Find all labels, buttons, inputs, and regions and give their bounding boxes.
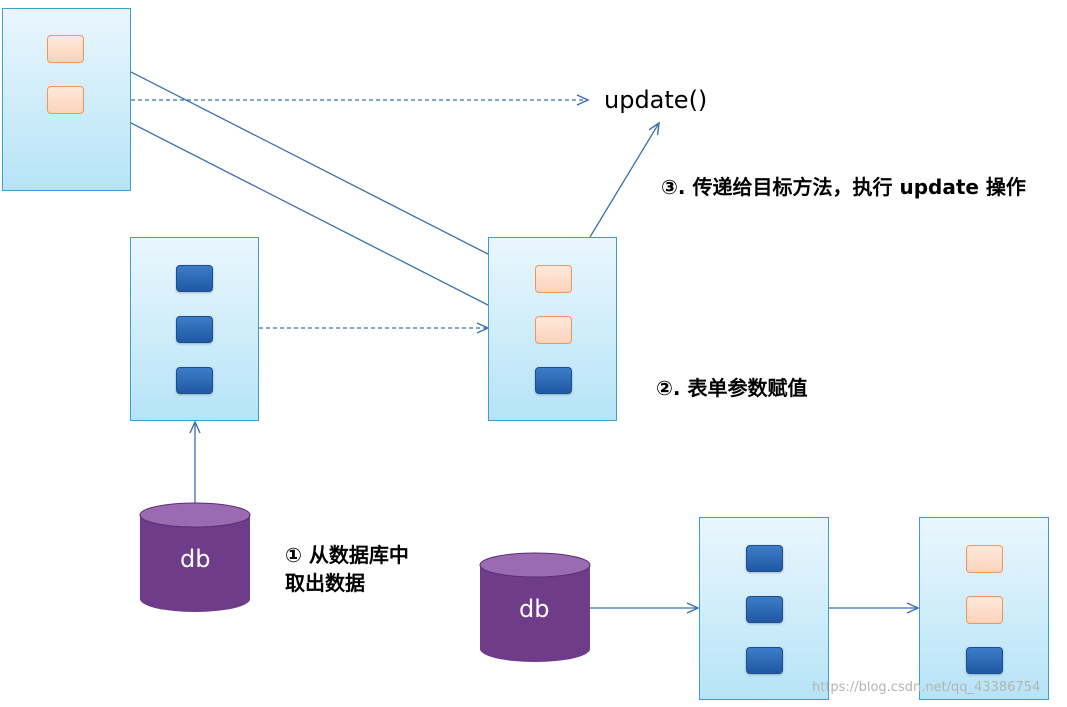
db-label-bottom: db	[519, 595, 550, 623]
arrow-field2-to-target	[83, 98, 535, 329]
watermark: https://blog.csdn.net/qq_43386754	[812, 680, 1041, 695]
update-method-label: update()	[604, 86, 708, 114]
arrow-field1-to-target	[83, 47, 535, 278]
merged-object-panel	[488, 237, 617, 421]
db-field-block-1	[176, 265, 213, 292]
db-field-block-3	[176, 367, 213, 394]
bottom-merged-field-block-3	[966, 647, 1003, 674]
bottom-merged-field-block-1	[966, 545, 1003, 573]
bottom-merged-field-block-2	[966, 596, 1003, 624]
form-field-block-2	[47, 86, 84, 114]
bottom-db-field-block-2	[746, 596, 783, 623]
bottom-db-field-block-1	[746, 545, 783, 572]
step1-label-line2: 取出数据	[285, 571, 365, 595]
bottom-db-field-block-3	[746, 647, 783, 674]
bottom-merged-object-panel	[919, 517, 1049, 700]
form-field-block-1	[47, 35, 84, 63]
step1-label-line1: ① 从数据库中	[285, 543, 409, 567]
db-object-panel	[130, 237, 259, 421]
database-icon	[139, 502, 251, 612]
step3-label: ③. 传递给目标方法，执行 update 操作	[661, 175, 1026, 199]
merged-field-block-1	[535, 265, 572, 293]
bottom-db-object-panel	[699, 517, 829, 700]
step2-label: ②. 表单参数赋值	[656, 376, 808, 400]
arrow-panel-to-update	[589, 121, 660, 238]
merged-field-block-2	[535, 316, 572, 344]
database-icon-bottom	[479, 552, 591, 662]
db-label: db	[180, 545, 211, 573]
form-panel	[2, 8, 131, 191]
db-field-block-2	[176, 316, 213, 343]
merged-field-block-3	[535, 367, 572, 394]
